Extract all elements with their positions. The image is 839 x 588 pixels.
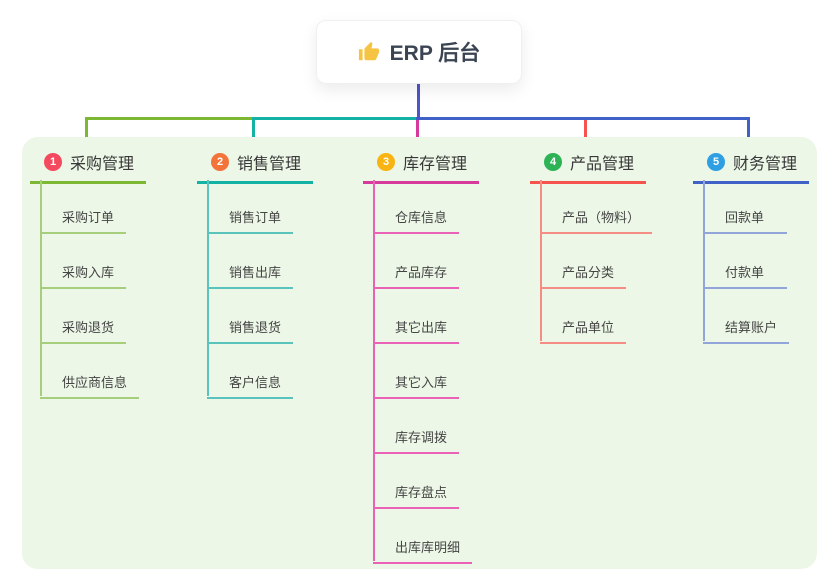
connector-drop-4 (584, 120, 587, 148)
node-product-stock[interactable]: 产品库存 (373, 266, 460, 289)
root-title: ERP 后台 (389, 42, 481, 65)
connector-drop-5 (747, 117, 750, 150)
branches-panel (22, 137, 817, 569)
connector-branch-2 (252, 117, 418, 120)
node-stock-transfer[interactable]: 库存调拨 (373, 431, 460, 454)
branch-1-badge: 1 (44, 153, 62, 171)
branch-3-heading[interactable]: 3 库存管理 (363, 150, 480, 184)
connector-drop-3 (416, 120, 419, 150)
root-node[interactable]: ERP 后台 (316, 20, 522, 84)
node-purchase-inbound[interactable]: 采购入库 (40, 266, 127, 289)
branch-5-heading[interactable]: 5 财务管理 (693, 150, 810, 184)
node-outbound-detail[interactable]: 出库库明细 (373, 541, 473, 564)
node-product-unit[interactable]: 产品单位 (540, 321, 627, 344)
node-sales-outbound[interactable]: 销售出库 (207, 266, 294, 289)
branch-3-title: 库存管理 (403, 156, 468, 173)
connector-drop-1 (85, 117, 88, 150)
connector-branch-1 (85, 117, 418, 120)
branch-5-title: 财务管理 (733, 156, 798, 173)
branch-5-child-line (703, 180, 705, 341)
node-product-category[interactable]: 产品分类 (540, 266, 627, 289)
branch-3-child-line (373, 180, 375, 561)
node-other-inbound[interactable]: 其它入库 (373, 376, 460, 399)
node-sales-return[interactable]: 销售退货 (207, 321, 294, 344)
node-customer-info[interactable]: 客户信息 (207, 376, 294, 399)
connector-branch-5 (416, 117, 749, 120)
branch-2-heading[interactable]: 2 销售管理 (197, 150, 314, 184)
node-supplier-info[interactable]: 供应商信息 (40, 376, 140, 399)
node-settlement-account[interactable]: 结算账户 (703, 321, 790, 344)
branch-2-badge: 2 (211, 153, 229, 171)
thumbs-up-icon (358, 41, 380, 63)
node-collection-slip[interactable]: 回款单 (703, 211, 787, 234)
node-sales-order[interactable]: 销售订单 (207, 211, 294, 234)
branch-4-title: 产品管理 (570, 156, 635, 173)
node-payment-slip[interactable]: 付款单 (703, 266, 787, 289)
node-other-outbound[interactable]: 其它出库 (373, 321, 460, 344)
branch-1-heading[interactable]: 1 采购管理 (30, 150, 147, 184)
connector-trunk (417, 84, 420, 120)
branch-3-badge: 3 (377, 153, 395, 171)
branch-5-badge: 5 (707, 153, 725, 171)
branch-1-title: 采购管理 (70, 156, 135, 173)
node-product-material[interactable]: 产品（物料） (540, 211, 653, 234)
node-purchase-return[interactable]: 采购退货 (40, 321, 127, 344)
branch-4-heading[interactable]: 4 产品管理 (530, 150, 647, 184)
node-warehouse-info[interactable]: 仓库信息 (373, 211, 460, 234)
branch-2-title: 销售管理 (237, 156, 302, 173)
connector-drop-2 (252, 117, 255, 150)
branch-4-badge: 4 (544, 153, 562, 171)
node-purchase-order[interactable]: 采购订单 (40, 211, 127, 234)
branch-4-child-line (540, 180, 542, 341)
node-stock-count[interactable]: 库存盘点 (373, 486, 460, 509)
